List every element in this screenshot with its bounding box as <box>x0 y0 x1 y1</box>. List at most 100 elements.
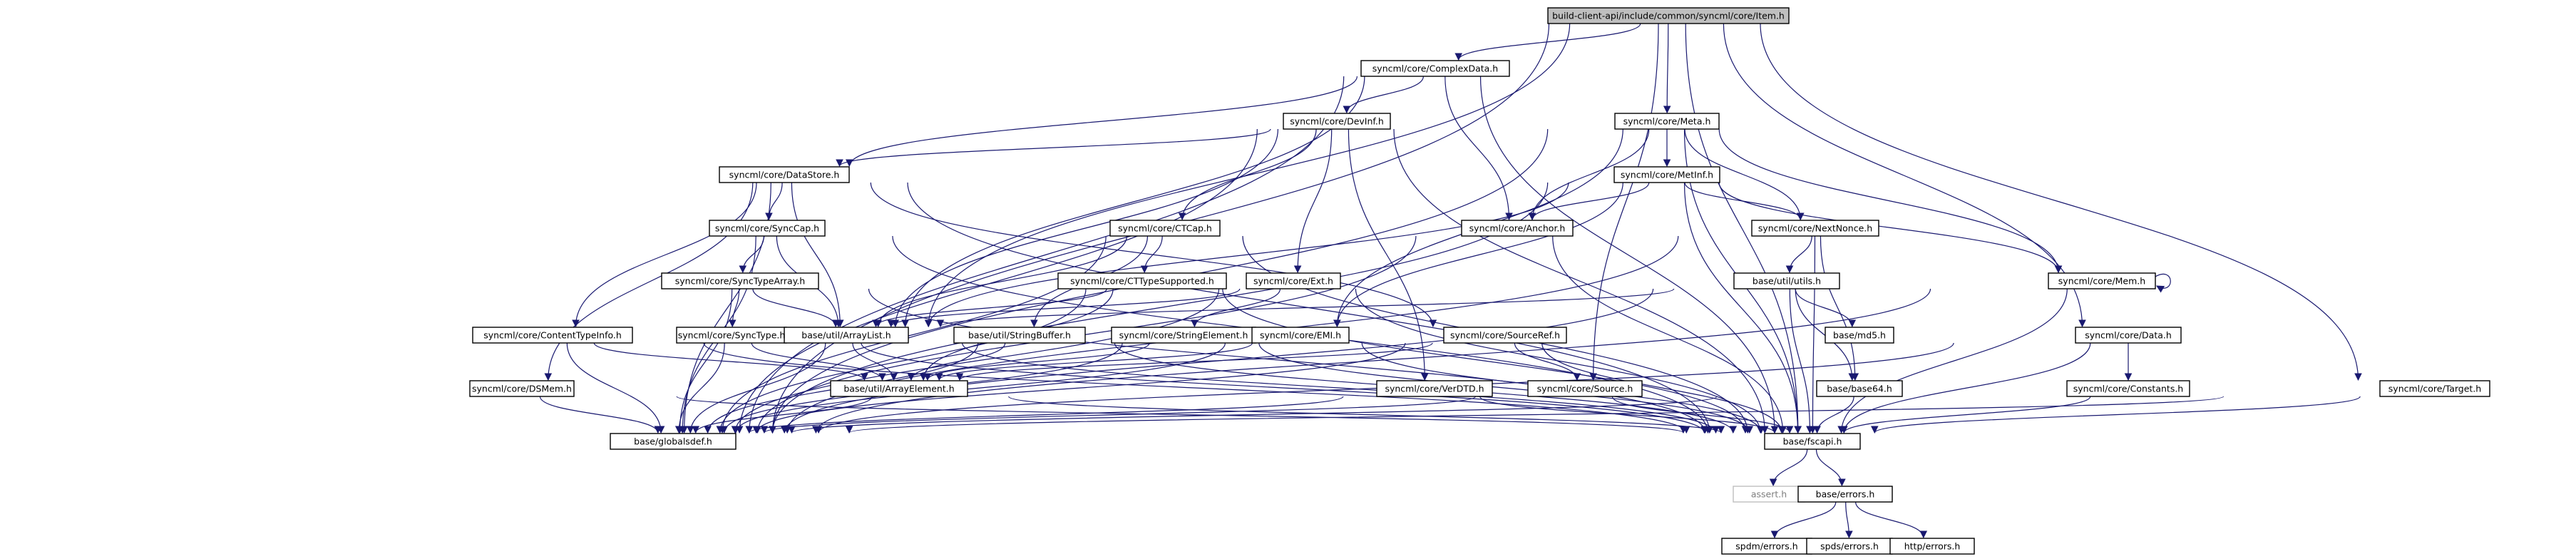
edge-item-to-target <box>1760 23 2362 381</box>
node-arrayelement[interactable]: base/util/ArrayElement.h <box>830 380 968 397</box>
node-box <box>1461 220 1574 237</box>
node-box <box>1246 272 1341 289</box>
node-nextnonce[interactable]: syncml/core/NextNonce.h <box>1751 220 1879 237</box>
node-source[interactable]: syncml/core/Source.h <box>1527 380 1643 397</box>
node-spdserrors[interactable]: spds/errors.h <box>1806 538 1893 555</box>
node-label: assert.h <box>1751 489 1787 500</box>
edge-meta-to-anchor <box>1528 128 1650 221</box>
edge-ext-to-arraylist <box>887 288 1241 328</box>
node-arraylist[interactable]: base/util/ArrayList.h <box>784 327 909 344</box>
node-item: build-client-api/include/common/syncml/c… <box>1547 7 1790 24</box>
node-target[interactable]: syncml/core/Target.h <box>2379 380 2490 397</box>
edge-meta-to-nextnonce <box>1684 128 1805 221</box>
node-box <box>1109 220 1221 237</box>
edge-arrayelement-to-globalsdef <box>692 396 873 434</box>
node-errors[interactable]: base/errors.h <box>1797 486 1893 503</box>
node-complexdata[interactable]: syncml/core/ComplexData.h <box>1360 60 1510 77</box>
edge-anchor-to-fscapi <box>1552 235 1787 434</box>
node-box <box>1613 166 1720 183</box>
node-meta[interactable]: syncml/core/Meta.h <box>1614 113 1720 130</box>
node-spdmerrors[interactable]: spdm/errors.h <box>1721 538 1812 555</box>
edge-devinf-to-ctcap <box>1178 128 1317 221</box>
node-dsmem[interactable]: syncml/core/DSMem.h <box>469 380 575 397</box>
node-assert[interactable]: assert.h <box>1733 486 1805 503</box>
node-box <box>661 272 819 289</box>
node-box <box>1376 380 1493 397</box>
node-label: spds/errors.h <box>1820 541 1879 552</box>
node-verdtd[interactable]: syncml/core/VerDTD.h <box>1376 380 1493 397</box>
node-datastore[interactable]: syncml/core/DataStore.h <box>719 166 850 183</box>
node-constants[interactable]: syncml/core/Constants.h <box>2066 380 2190 397</box>
edge-utils-to-arraylist <box>936 288 1675 328</box>
node-box <box>1251 327 1350 344</box>
node-box <box>1751 220 1879 237</box>
edge-mem-to-fscapi <box>1837 288 2068 434</box>
node-label: syncml/core/DataStore.h <box>729 170 840 180</box>
edge-utils-to-md5 <box>1795 288 1857 328</box>
node-label: syncml/core/Ext.h <box>1253 276 1333 287</box>
edge-utils-to-fscapi <box>1789 288 1814 434</box>
node-box <box>1547 7 1790 24</box>
node-label: base/errors.h <box>1816 489 1875 500</box>
node-box <box>830 380 968 397</box>
node-label: base/base64.h <box>1827 384 1892 394</box>
node-fscapi[interactable]: base/fscapi.h <box>1764 433 1861 450</box>
node-utils[interactable]: base/util/utils.h <box>1733 272 1840 289</box>
node-data[interactable]: syncml/core/Data.h <box>2075 327 2182 344</box>
node-md5[interactable]: base/md5.h <box>1825 327 1894 344</box>
node-stringbuffer[interactable]: base/util/StringBuffer.h <box>953 327 1086 344</box>
node-box <box>709 220 826 237</box>
node-sourceref[interactable]: syncml/core/SourceRef.h <box>1443 327 1567 344</box>
edge-cttypesupported-to-globalsdef <box>716 288 1087 434</box>
node-metinf[interactable]: syncml/core/MetInf.h <box>1613 166 1720 183</box>
node-globalsdef[interactable]: base/globalsdef.h <box>610 433 737 450</box>
edge-complexdata-to-devinf <box>1343 76 1424 114</box>
node-stringelement[interactable]: syncml/core/StringElement.h <box>1111 327 1256 344</box>
node-devinf[interactable]: syncml/core/DevInf.h <box>1283 113 1391 130</box>
node-anchor[interactable]: syncml/core/Anchor.h <box>1461 220 1574 237</box>
edge-meta-to-mem <box>1718 128 2063 274</box>
edge-arraylist-to-fscapi <box>962 342 1720 434</box>
node-label: syncml/core/Source.h <box>1537 384 1633 394</box>
edge-data-to-fscapi <box>1839 342 2091 434</box>
edge-utils-to-base64 <box>1795 288 1857 381</box>
edge-arraylist-to-arrayelement <box>852 342 898 381</box>
node-box <box>1764 433 1861 450</box>
edge-complexdata-to-datastore <box>846 76 1358 168</box>
node-box <box>1443 327 1567 344</box>
node-ext[interactable]: syncml/core/Ext.h <box>1246 272 1341 289</box>
node-synctype[interactable]: syncml/core/SyncType.h <box>676 327 787 344</box>
node-cttypesupported[interactable]: syncml/core/CTTypeSupported.h <box>1057 272 1227 289</box>
node-synccap[interactable]: syncml/core/SyncCap.h <box>709 220 826 237</box>
edge-synccap-to-synctypearray <box>739 235 764 274</box>
edge-complexdata-to-anchor <box>1444 76 1513 221</box>
edge-devinf-to-ext <box>1293 128 1333 274</box>
node-label: syncml/core/DevInf.h <box>1290 116 1384 127</box>
edge-errors-to-spdmerrors <box>1770 501 1837 539</box>
edge-fscapi-to-errors <box>1815 448 1846 487</box>
edge-synctypearray-to-fscapi <box>868 288 1709 434</box>
edge-base64-to-fscapi <box>1813 396 1854 434</box>
node-box <box>1816 380 1903 397</box>
node-label: syncml/core/Constants.h <box>2073 384 2183 394</box>
node-box <box>1283 113 1391 130</box>
node-httperrors[interactable]: http/errors.h <box>1889 538 1975 555</box>
node-box <box>1797 486 1893 503</box>
node-base64[interactable]: base/base64.h <box>1816 380 1903 397</box>
node-synctypearray[interactable]: syncml/core/SyncTypeArray.h <box>661 272 819 289</box>
edge-item-to-fscapi <box>1685 23 1802 434</box>
node-mem[interactable]: syncml/core/Mem.h <box>2048 272 2156 289</box>
node-box <box>1527 380 1643 397</box>
edge-ctcap-to-arraylist <box>874 235 1127 328</box>
node-ctcap[interactable]: syncml/core/CTCap.h <box>1109 220 1221 237</box>
edge-devinf-to-fscapi <box>1393 128 1769 434</box>
edge-item-to-complexdata <box>1454 23 1641 61</box>
edge-devinf-to-globalsdef <box>735 128 1258 434</box>
node-label: base/util/ArrayElement.h <box>843 384 954 394</box>
node-label: syncml/core/SyncType.h <box>678 330 786 341</box>
edge-mem-to-mem <box>2155 273 2171 293</box>
node-contenttypeinfo[interactable]: syncml/core/ContentTypeInfo.h <box>472 327 633 344</box>
node-emi[interactable]: syncml/core/EMI.h <box>1251 327 1350 344</box>
node-box <box>2048 272 2156 289</box>
edge-anchor-to-globalsdef <box>754 235 1417 434</box>
